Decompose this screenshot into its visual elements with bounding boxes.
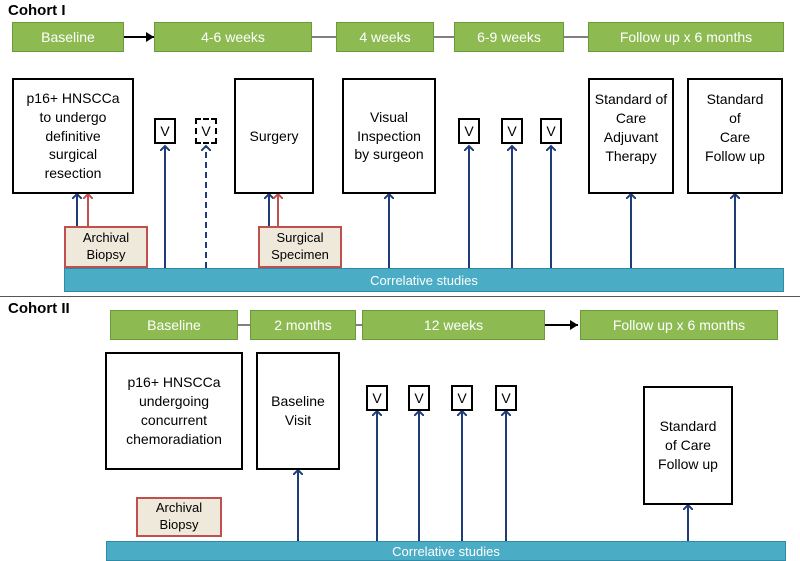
cohort2-p16-box: p16+ HNSCCa undergoing concurrent chemor… xyxy=(105,352,243,470)
cohort2-visit-box: V xyxy=(366,385,388,411)
cohort1-timeline-4-weeks: 4 weeks xyxy=(336,22,434,52)
cohort1-timeline-4-6-weeks: 4-6 weeks xyxy=(154,22,312,52)
cohort2-visit-box: V xyxy=(408,385,430,411)
cohort2-visit-box: V xyxy=(495,385,517,411)
cohort2-timeline-2-months: 2 months xyxy=(250,310,356,340)
cohort-divider xyxy=(0,296,800,297)
cohort1-visit-box: V xyxy=(501,118,523,144)
cohort1-timeline-baseline: Baseline xyxy=(12,22,124,52)
cohort1-blue-arrows xyxy=(77,146,735,268)
cohort1-archival-biopsy: Archival Biopsy xyxy=(64,226,148,268)
cohort2-timeline-baseline: Baseline xyxy=(110,310,238,340)
cohort1-visit-box: V xyxy=(458,118,480,144)
cohort1-optional-visit-box: V xyxy=(195,118,217,144)
cohort2-timeline-12-weeks: 12 weeks xyxy=(362,310,545,340)
cohort2-timeline-follow-up: Follow up x 6 months xyxy=(580,310,778,340)
cohort2-visit-box: V xyxy=(451,385,473,411)
cohort1-visual-inspection-box: Visual Inspection by surgeon xyxy=(342,78,436,194)
cohort2-title: Cohort II xyxy=(8,300,70,317)
cohort2-correlative-studies-bar: Correlative studies xyxy=(106,541,786,561)
cohort1-p16-box: p16+ HNSCCa to undergo definitive surgic… xyxy=(12,78,134,194)
cohort1-surgical-specimen: Surgical Specimen xyxy=(258,226,342,268)
cohort1-timeline-follow-up: Follow up x 6 months xyxy=(588,22,784,52)
cohort1-red-arrows xyxy=(88,194,278,226)
cohort1-adjuvant-therapy-box: Standard of Care Adjuvant Therapy xyxy=(588,78,674,194)
cohort2-blue-arrows xyxy=(298,411,688,541)
cohort2-standard-follow-up-box: Standard of Care Follow up xyxy=(643,386,733,505)
cohort2-baseline-visit-box: Baseline Visit xyxy=(256,352,340,470)
cohort1-timeline-6-9-weeks: 6-9 weeks xyxy=(454,22,564,52)
cohort1-title: Cohort I xyxy=(8,2,66,19)
cohort1-surgery-box: Surgery xyxy=(234,78,314,194)
cohort1-correlative-studies-bar: Correlative studies xyxy=(64,268,784,292)
cohort2-archival-biopsy: Archival Biopsy xyxy=(136,497,222,537)
cohort1-visit-box: V xyxy=(154,118,176,144)
cohort1-visit-box: V xyxy=(540,118,562,144)
cohort1-standard-follow-up-box: Standard of Care Follow up xyxy=(687,78,783,194)
